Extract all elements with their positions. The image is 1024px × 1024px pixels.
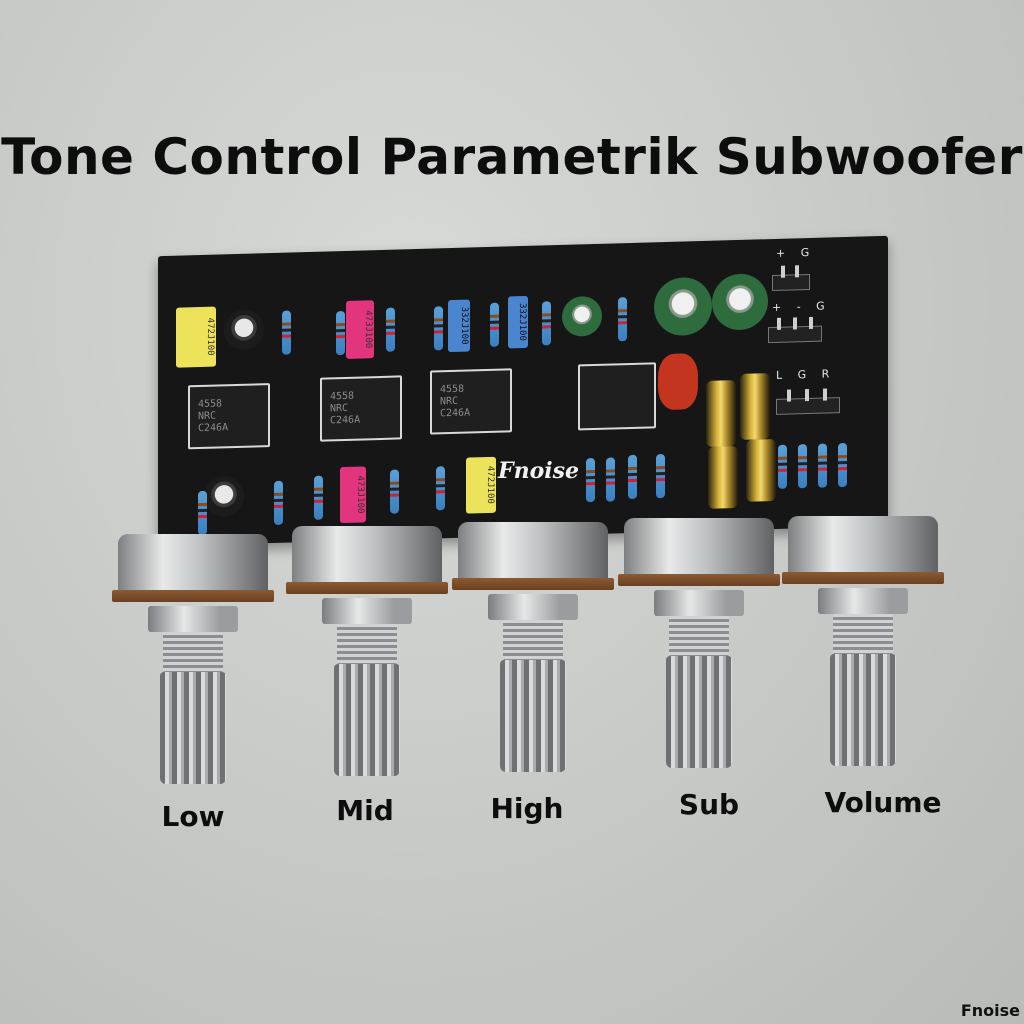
resistor: [656, 454, 665, 499]
resistor: [618, 297, 627, 342]
audio-header-label: L G R: [776, 367, 836, 382]
potentiometer-low[interactable]: [112, 534, 274, 804]
watermark: Fnoise: [960, 1001, 1020, 1020]
resistor: [798, 444, 807, 489]
resistor: [314, 475, 323, 520]
potentiometer-high[interactable]: [452, 522, 614, 792]
pin-header: [772, 265, 810, 292]
resistor: [542, 301, 551, 346]
power-header-label: + - G: [772, 299, 831, 315]
resistor: [606, 457, 615, 502]
electrolytic-capacitor: [712, 273, 768, 331]
resistor: [336, 310, 345, 356]
potentiometer-mid[interactable]: [286, 526, 448, 796]
ic-marking: 4558 NRC C246A: [198, 398, 229, 435]
electrolytic-capacitor: [740, 373, 770, 440]
photo-title: Tone Control Parametrik Subwoofer: [1, 128, 1023, 186]
electrolytic-capacitor: [746, 438, 776, 502]
ic-marking: 4558 NRC C246A: [440, 383, 471, 420]
resistor: [838, 442, 847, 488]
electrolytic-capacitor: [224, 309, 264, 351]
ic-marking: 4558 NRC C246A: [330, 390, 361, 427]
resistor: [434, 306, 443, 351]
film-capacitor: 332J100: [448, 299, 470, 353]
resistor: [274, 480, 283, 525]
pot-label-volume: Volume: [824, 786, 942, 819]
film-capacitor: 472J100: [176, 306, 216, 368]
resistor: [198, 490, 207, 536]
red-capacitor: [658, 353, 698, 411]
pin-header: [776, 388, 840, 415]
op-amp-ic: 4558 NRC C246A: [430, 368, 512, 435]
resistor: [818, 443, 827, 488]
pot-label-high: High: [490, 792, 564, 825]
board-brand-silkscreen: Fnoise: [498, 458, 580, 484]
op-amp-ic: 4558 NRC C246A: [320, 375, 402, 442]
potentiometer-volume[interactable]: [782, 516, 944, 786]
pot-label-sub: Sub: [678, 788, 740, 821]
resistor: [436, 466, 445, 511]
op-amp-ic: 4558 NRC C246A: [188, 383, 270, 450]
pcb-board: 472J100 473J100 332J100 332J100 + G + - …: [158, 235, 888, 547]
power-header-label: + G: [776, 245, 816, 260]
pin-header: [768, 316, 822, 344]
electrolytic-capacitor: [708, 445, 738, 509]
resistor: [490, 302, 499, 347]
pot-label-low: Low: [161, 800, 225, 833]
film-capacitor: 332J100: [508, 295, 528, 349]
pot-label-mid: Mid: [336, 794, 394, 827]
resistor: [778, 444, 787, 489]
resistor: [628, 454, 637, 500]
electrolytic-capacitor: [654, 276, 712, 337]
film-capacitor: 473J100: [346, 300, 374, 359]
electrolytic-capacitor: [562, 295, 602, 337]
resistor: [282, 310, 291, 355]
op-amp-ic: [578, 362, 656, 431]
film-capacitor: 472J100: [466, 456, 496, 514]
resistor: [386, 307, 395, 352]
potentiometer-sub[interactable]: [618, 518, 780, 788]
resistor: [390, 469, 399, 514]
electrolytic-capacitor: [204, 475, 244, 517]
resistor: [586, 457, 595, 503]
film-capacitor: 473J100: [340, 466, 366, 524]
electrolytic-capacitor: [706, 380, 736, 447]
